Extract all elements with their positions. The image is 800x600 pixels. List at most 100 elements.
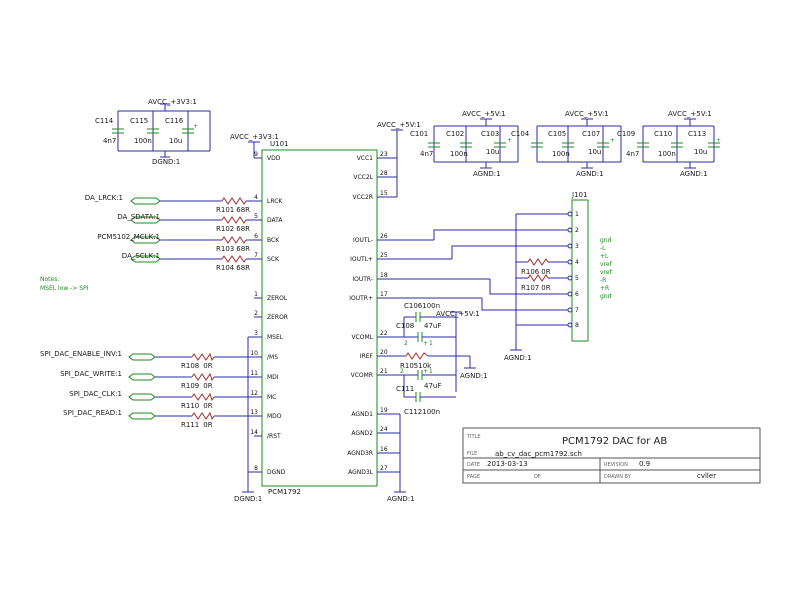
connector-pin-number: 5: [575, 275, 579, 282]
cap-c114-ref: C114: [95, 117, 114, 125]
svg-text:PAGE: PAGE: [467, 474, 480, 480]
svg-text:C106100n: C106100n: [404, 302, 440, 310]
connector-pin-number: 4: [575, 259, 579, 266]
pin-number: 16: [380, 446, 388, 453]
svg-text:10u: 10u: [694, 148, 707, 156]
pin-number: 1: [254, 291, 258, 298]
connector-pin-label: vref: [600, 269, 613, 276]
svg-text:1: 1: [429, 368, 433, 375]
net-agnd-chip: AGND:1: [387, 495, 415, 503]
connector-pin: [567, 211, 573, 217]
pin-name: IOUTL+: [350, 256, 373, 263]
net-agnd-j: AGND:1: [504, 354, 532, 362]
pin-name: /RST: [267, 433, 281, 440]
net-avcc33-top: AVCC_+3V3:1: [148, 98, 197, 106]
pin-name: DGND: [267, 469, 286, 476]
svg-text:C111: C111: [396, 385, 414, 393]
svg-text:100n: 100n: [450, 150, 468, 158]
net-agnd-g1: AGND:1: [473, 170, 501, 178]
svg-text:R10510k: R10510k: [400, 362, 432, 370]
pin-number: 14: [250, 429, 258, 436]
pin-name: IOUTR+: [349, 295, 373, 302]
pin-number: 6: [254, 233, 258, 240]
pin-number: 21: [380, 368, 388, 375]
svg-text:C113: C113: [688, 130, 706, 138]
net-spi-clk: SPI_DAC_CLK:1: [69, 390, 122, 398]
svg-text:+: +: [716, 137, 721, 144]
pin-number: 20: [380, 349, 388, 356]
pin-name: MDI: [267, 374, 279, 381]
connector-pin: [567, 243, 573, 249]
svg-text:47uF: 47uF: [424, 322, 441, 330]
net-avcc5-g2: AVCC_+5V:1: [565, 110, 609, 118]
pin-name: AGND3L: [348, 469, 374, 476]
connector-pin-label: -L: [600, 245, 606, 252]
svg-text:+: +: [423, 340, 428, 347]
ic-right-pins: 23VCC128VCC2L15VCC2R26IOUTL-25IOUTL+18IO…: [347, 151, 388, 476]
connector-pin-label: gnd: [600, 293, 612, 300]
pin-number: 26: [380, 233, 388, 240]
connector-pin-label: +L: [600, 253, 609, 260]
pin-name: ZEROR: [267, 314, 288, 321]
net-avcc5-chip: AVCC_+5V:1: [377, 121, 421, 129]
pin-name: IOUTL-: [353, 237, 373, 244]
pin-number: 3: [254, 330, 258, 337]
vcom-network: AVCC_+5V:1 AGND:1 C106100n C108 47uF 2 1…: [377, 302, 488, 416]
connector-pin-label: +R: [600, 285, 609, 292]
svg-text:OF: OF: [534, 474, 541, 480]
svg-text:C104: C104: [511, 130, 530, 138]
pin-name: MSEL: [267, 334, 284, 341]
svg-text:4n7: 4n7: [420, 150, 433, 158]
cap-c116-ref: C116: [165, 117, 184, 125]
net-da-lrck: DA_LRCK:1: [85, 194, 123, 202]
svg-text:C110: C110: [654, 130, 672, 138]
sheet-title: PCM1792 DAC for AB: [562, 436, 667, 447]
spi-inputs: SPI_DAC_ENABLE_INV:1 SPI_DAC_WRITE:1 SPI…: [40, 350, 262, 429]
svg-text:FILE: FILE: [467, 451, 477, 457]
net-avcc5-vcom: AVCC_+5V:1: [436, 310, 480, 318]
ic-u101-part: PCM1792: [268, 488, 301, 496]
cap-c116-val: 10u: [169, 137, 182, 145]
connector-pin-label: gnd: [600, 237, 612, 244]
decoupling-group-c101: + AVCC_+5V:1 AGND:1 C101 4n7 C102 100n C…: [410, 110, 530, 178]
pin-name: VCC2L: [353, 174, 373, 181]
net-spi-write: SPI_DAC_WRITE:1: [60, 370, 122, 378]
svg-text:+: +: [507, 137, 512, 144]
svg-text:+: +: [610, 137, 615, 144]
pin-name: IOUTR-: [352, 276, 373, 283]
pin-number: 10: [250, 350, 258, 357]
connector-pin: [567, 322, 573, 328]
notes-msel: MSEL low -> SPI: [40, 285, 89, 292]
pin-number: 12: [250, 390, 258, 397]
connector-pin-number: 2: [575, 227, 579, 234]
ic-u101-body: [261, 149, 378, 487]
connector-pin: [567, 291, 573, 297]
svg-text:C105: C105: [548, 130, 566, 138]
pin-name: VDD: [267, 155, 281, 162]
title-block: TITLE PCM1792 DAC for AB FILE ab_cv_dac_…: [462, 427, 761, 484]
pin-number: 5: [254, 213, 258, 220]
net-avcc5-g3: AVCC_+5V:1: [668, 110, 712, 118]
pin-number: 4: [254, 194, 258, 201]
pin-number: 7: [254, 252, 258, 259]
notes-heading: Notes:: [40, 276, 59, 283]
svg-text:C109: C109: [617, 130, 635, 138]
cap-c115-val: 100n: [134, 137, 152, 145]
pin-number: 27: [380, 465, 388, 472]
i2s-inputs: DA_LRCK:1 DA_SDATA:1 PCM5102_MCLK:1 DA_S…: [85, 194, 262, 272]
pin-name: VCOML: [351, 334, 373, 341]
connector-pin-label: -R: [600, 277, 606, 284]
pin-number: 2: [254, 310, 258, 317]
svg-text:100n: 100n: [552, 150, 570, 158]
svg-text:47uF: 47uF: [424, 382, 441, 390]
connector-pin-number: 7: [575, 307, 579, 314]
pin-name: SCK: [267, 256, 280, 263]
